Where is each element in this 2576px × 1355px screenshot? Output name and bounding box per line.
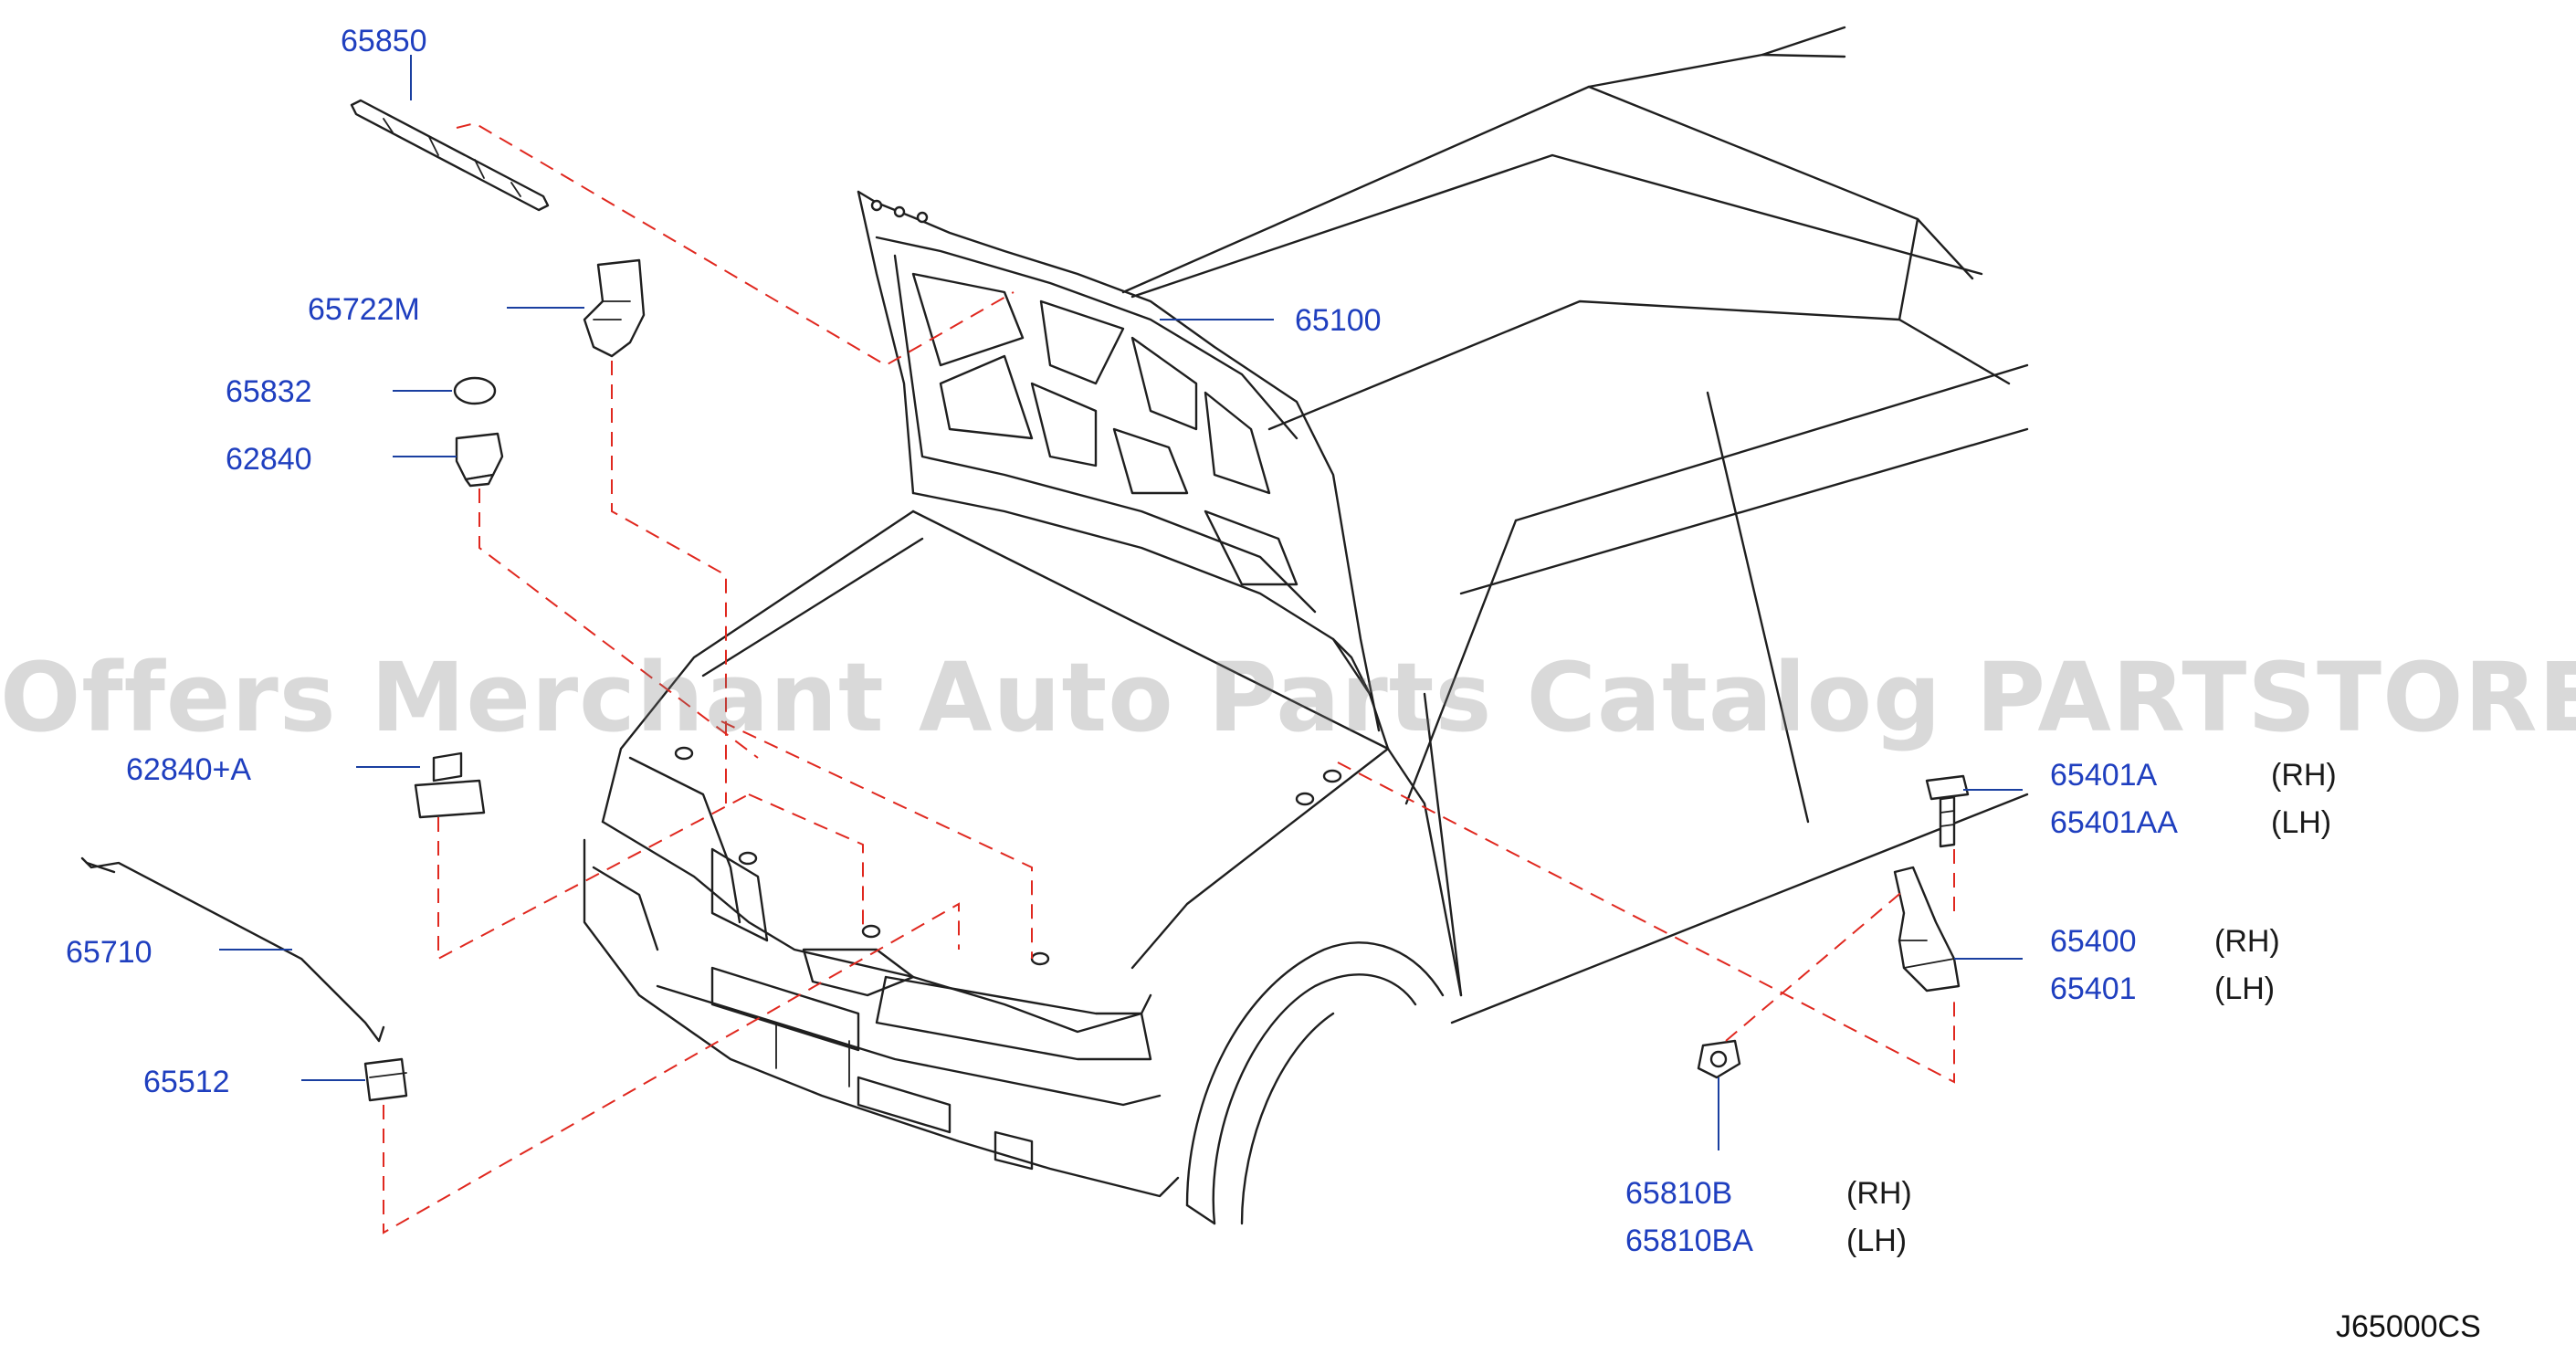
part-label-65400[interactable]: 65400: [2050, 924, 2137, 959]
hood-panel-4: [1030, 382, 1098, 467]
tire-inner: [1240, 1012, 1335, 1225]
side-label-65810B: (RH): [1846, 1176, 1912, 1211]
part-label-65850[interactable]: 65850: [341, 24, 427, 58]
part-label-65722M[interactable]: 65722M: [308, 292, 420, 327]
bay-bump-4: [1030, 951, 1050, 966]
car-body: [583, 26, 2029, 1225]
fender-edge-right: [1130, 747, 1390, 970]
fender-inner-left: [701, 537, 924, 678]
bay-bump-2: [738, 851, 758, 866]
windshield-pillar: [1898, 217, 1919, 321]
hood-inner-frame-top: [875, 236, 1299, 440]
part-label-65832[interactable]: 65832: [226, 374, 312, 409]
hood-inner-frame: [893, 254, 1317, 614]
cowl-line: [911, 509, 1390, 751]
part-label-65401AA[interactable]: 65401AA: [2050, 805, 2178, 840]
bumper-rubber-62840: [455, 432, 504, 488]
bumper-lower-edge: [583, 838, 1180, 1198]
part-label-65100[interactable]: 65100: [1295, 303, 1382, 338]
part-label-65810BA[interactable]: 65810BA: [1625, 1224, 1753, 1258]
bumper-slats: [775, 1022, 850, 1087]
hood-panel-2: [939, 354, 1034, 440]
hood-seal-65850: [350, 99, 550, 212]
hood-hinge-side: [1331, 637, 1390, 751]
hood-panel-8: [1204, 509, 1299, 586]
windshield-top: [1130, 153, 1983, 299]
side-label-65401A: (RH): [2271, 758, 2337, 793]
hood-assembly: [674, 190, 1390, 966]
leader-lines: [219, 55, 2023, 1150]
headlamp-left-lens: [710, 847, 769, 942]
side-label-65810BA: (LH): [1846, 1224, 1908, 1258]
side-label-65401AA: (LH): [2271, 805, 2332, 840]
hinge-65400: [1893, 866, 1961, 993]
part-label-65401A[interactable]: 65401A: [2050, 758, 2158, 793]
side-label-65400: (RH): [2214, 924, 2280, 959]
part-label-65710[interactable]: 65710: [66, 935, 152, 970]
headlamp-left: [628, 756, 741, 924]
installation-lines: [383, 121, 1955, 1234]
hood-opening-left: [601, 509, 915, 824]
roof-line: [1587, 85, 1974, 280]
bay-bump-1: [674, 746, 694, 761]
fog-opening: [857, 1076, 952, 1134]
bumper-crease: [656, 984, 1162, 1107]
bay-bump-6: [1322, 769, 1342, 783]
part-label-65810B[interactable]: 65810B: [1625, 1176, 1733, 1211]
fog-lamp: [994, 1130, 1034, 1171]
front-pillar: [1386, 747, 1463, 997]
sill-line: [1450, 793, 2029, 1024]
hood-panel-3: [1039, 299, 1125, 385]
bay-bump-5: [1295, 792, 1315, 806]
seal-65832: [453, 376, 497, 405]
tire-bottom: [1185, 1203, 1216, 1225]
belt-line-upper: [1514, 363, 2029, 522]
part-label-62840A[interactable]: 62840+A: [126, 752, 252, 787]
hood-panel-7: [1204, 391, 1271, 495]
wheel-arch: [1185, 941, 1445, 1207]
a-pillar-lower: [1404, 519, 1518, 805]
roof-front-edge: [1121, 53, 1846, 294]
bay-bump-3: [861, 924, 881, 939]
clip-65512: [363, 1057, 408, 1102]
hood-hole-2: [893, 205, 906, 218]
diagram-code: J65000CS: [2336, 1309, 2481, 1344]
hood-hole-1: [870, 199, 883, 212]
part-label-62840[interactable]: 62840: [226, 442, 312, 477]
bracket-65722M: [583, 258, 646, 358]
hood-hole-3: [916, 211, 929, 224]
part-label-65512[interactable]: 65512: [143, 1065, 230, 1099]
hood-outer-edge-left: [857, 190, 915, 495]
hood-rod-65710: [80, 856, 385, 1043]
fender-rear-edge: [1423, 692, 1463, 997]
tire-outer: [1212, 973, 1417, 1225]
part-label-65401[interactable]: 65401: [2050, 972, 2137, 1006]
hood-panel-1: [911, 272, 1025, 367]
bumper-grille-opening: [710, 966, 860, 1052]
bolt-65401A: [1925, 774, 1970, 848]
hood-outer-edge-right: [857, 190, 1381, 732]
hood-lower-edge: [911, 491, 1372, 696]
hood-panel-6: [1112, 427, 1189, 495]
grille: [802, 948, 915, 997]
door-seam: [1706, 391, 1810, 824]
bumper-corner-left: [592, 866, 659, 951]
side-label-65401: (LH): [2214, 972, 2276, 1006]
bumper-rubber-62840A: [414, 751, 486, 819]
hood-panel-5: [1130, 336, 1198, 431]
antenna-line: [1761, 26, 1846, 57]
headlamp-right: [875, 975, 1152, 1061]
belt-line-lower: [1459, 427, 2029, 595]
windshield-lower: [1267, 299, 2011, 431]
nut-65810B: [1697, 1039, 1741, 1079]
